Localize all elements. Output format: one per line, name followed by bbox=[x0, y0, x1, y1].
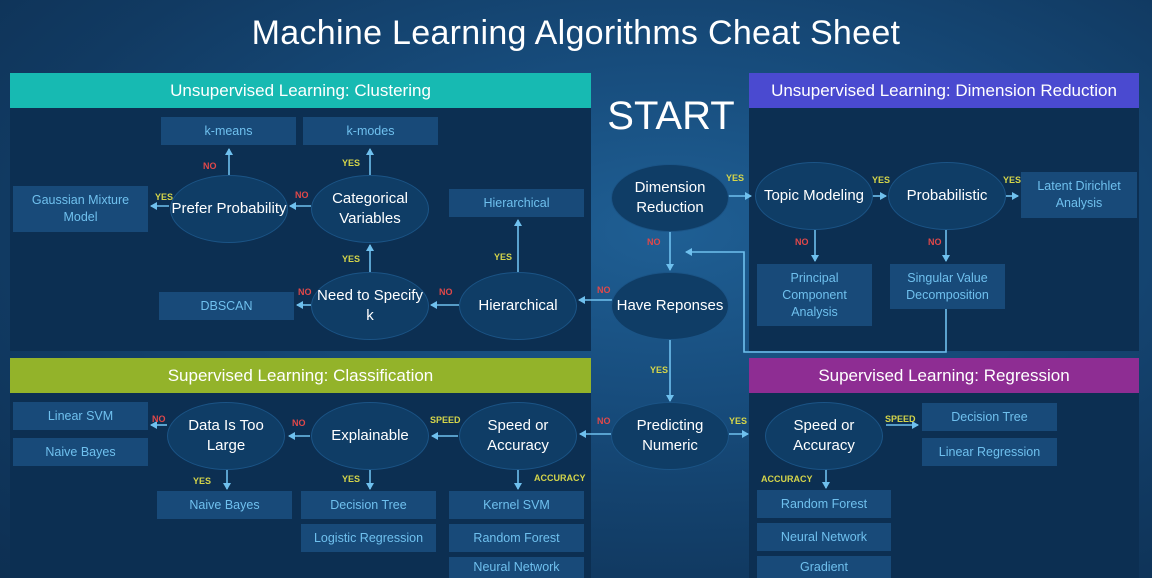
leaf-gmm: Gaussian Mixture Model bbox=[13, 186, 148, 232]
label-yes-numeric-reg: YES bbox=[729, 416, 748, 426]
leaf-kmeans: k-means bbox=[161, 117, 296, 145]
node-need-specify-k: Need to Specify k bbox=[312, 273, 428, 339]
label-no-hier-needk: NO bbox=[439, 287, 453, 297]
clustering-header: Unsupervised Learning: Clustering bbox=[10, 73, 591, 108]
leaf-linear-svm: Linear SVM bbox=[13, 402, 148, 430]
leaf-naive-bayes-2: Naive Bayes bbox=[157, 491, 292, 519]
label-yes-dim-topic: YES bbox=[726, 173, 745, 183]
leaf-random-forest-class: Random Forest bbox=[449, 524, 584, 552]
node-speed-accuracy-reg: Speed or Accuracy bbox=[766, 403, 882, 469]
label-no-numeric-class: NO bbox=[597, 416, 611, 426]
node-explainable: Explainable bbox=[312, 403, 428, 469]
leaf-gradient: Gradient bbox=[757, 556, 891, 578]
label-no-datalarge-linearsvm: NO bbox=[152, 414, 166, 424]
label-speed-reg: SPEED bbox=[885, 414, 916, 424]
label-no-dim-responses: NO bbox=[647, 237, 661, 247]
label-yes-prob-lda: YES bbox=[1003, 175, 1022, 185]
label-no-prefer-kmeans: NO bbox=[203, 161, 217, 171]
label-yes-explain-dtree: YES bbox=[342, 474, 361, 484]
leaf-svd: Singular Value Decomposition bbox=[890, 264, 1005, 309]
node-data-too-large: Data Is Too Large bbox=[168, 403, 284, 469]
label-yes-prefer-gmm: YES bbox=[155, 192, 174, 202]
leaf-hierarchical: Hierarchical bbox=[449, 189, 584, 217]
node-speed-accuracy-class: Speed or Accuracy bbox=[460, 403, 576, 469]
label-no-prob-svd: NO bbox=[928, 237, 942, 247]
leaf-pca: Principal Component Analysis bbox=[757, 264, 872, 326]
label-no-responses-hier: NO bbox=[597, 285, 611, 295]
leaf-random-forest-reg: Random Forest bbox=[757, 490, 891, 518]
leaf-linear-regression: Linear Regression bbox=[922, 438, 1057, 466]
leaf-lda: Latent Dirichlet Analysis bbox=[1021, 172, 1137, 218]
label-yes-datalarge-naivebayes: YES bbox=[193, 476, 212, 486]
leaf-decision-tree-class: Decision Tree bbox=[301, 491, 436, 519]
leaf-naive-bayes-1: Naive Bayes bbox=[13, 438, 148, 466]
label-no-needk-dbscan: NO bbox=[298, 287, 312, 297]
leaf-decision-tree-reg: Decision Tree bbox=[922, 403, 1057, 431]
label-yes-responses-numeric: YES bbox=[650, 365, 669, 375]
node-topic-modeling: Topic Modeling bbox=[756, 163, 872, 229]
node-categorical-variables: Categorical Variables bbox=[312, 176, 428, 242]
regression-header: Supervised Learning: Regression bbox=[749, 358, 1139, 393]
label-yes-cat-kmodes: YES bbox=[342, 158, 361, 168]
leaf-kmodes: k-modes bbox=[303, 117, 438, 145]
dimension-reduction-header: Unsupervised Learning: Dimension Reducti… bbox=[749, 73, 1139, 108]
node-hierarchical: Hierarchical bbox=[460, 273, 576, 339]
label-accuracy-reg: ACCURACY bbox=[761, 474, 813, 484]
leaf-neural-network-reg: Neural Network bbox=[757, 523, 891, 551]
label-yes-needk-cat: YES bbox=[342, 254, 361, 264]
start-label: START bbox=[607, 94, 735, 138]
label-accuracy-class: ACCURACY bbox=[534, 473, 586, 483]
arrow-loop-back bbox=[685, 248, 947, 353]
page-title: Machine Learning Algorithms Cheat Sheet bbox=[251, 14, 901, 52]
label-no-cat-prefer: NO bbox=[295, 190, 309, 200]
label-no-explain-datalarge: NO bbox=[292, 418, 306, 428]
node-have-responses: Have Reponses bbox=[612, 273, 728, 339]
node-probabilistic: Probabilistic bbox=[889, 163, 1005, 229]
node-prefer-probability: Prefer Probability bbox=[171, 176, 287, 242]
label-speed-class: SPEED bbox=[430, 415, 461, 425]
leaf-kernel-svm: Kernel SVM bbox=[449, 491, 584, 519]
label-yes-hier-leaf: YES bbox=[494, 252, 513, 262]
label-no-topic-pca: NO bbox=[795, 237, 809, 247]
leaf-logistic-regression: Logistic Regression bbox=[301, 524, 436, 552]
node-predicting-numeric: Predicting Numeric bbox=[612, 403, 728, 469]
node-dimension-reduction: Dimension Reduction bbox=[612, 165, 728, 231]
classification-header: Supervised Learning: Classification bbox=[10, 358, 591, 393]
leaf-neural-network-class: Neural Network bbox=[449, 557, 584, 578]
leaf-dbscan: DBSCAN bbox=[159, 292, 294, 320]
label-yes-topic-prob: YES bbox=[872, 175, 891, 185]
